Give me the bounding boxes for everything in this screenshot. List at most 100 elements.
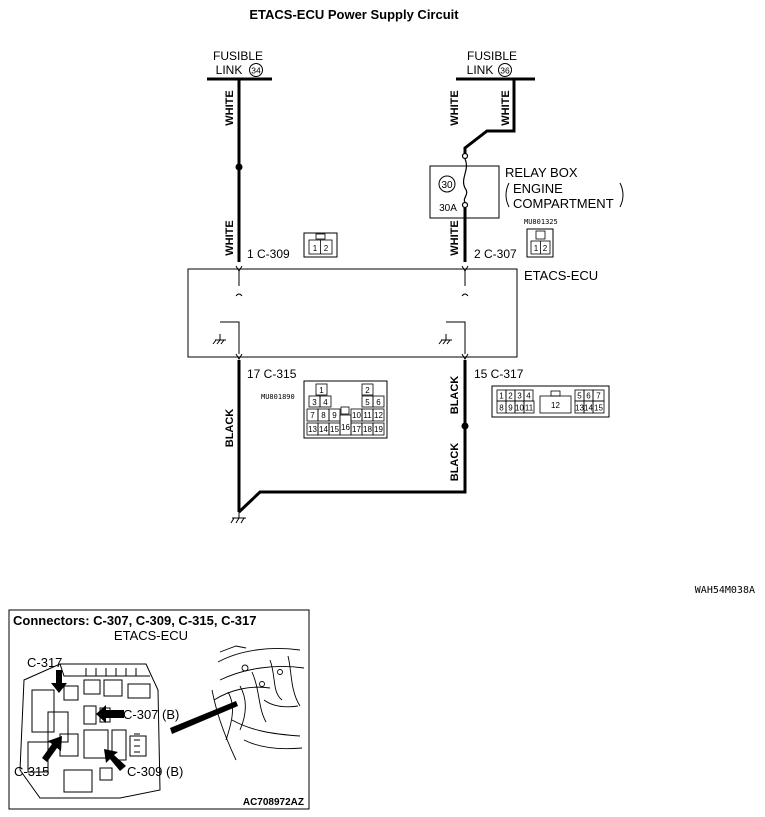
svg-text:2: 2 [543, 244, 548, 253]
svg-text:13: 13 [308, 425, 317, 434]
svg-text:18: 18 [363, 425, 372, 434]
c307-connector-face: 1 2 [526, 228, 554, 258]
fusible-link-34-label-line2: LINK [216, 63, 243, 77]
fusible-link-34-label-line1: FUSIBLE [213, 49, 263, 63]
relay-box-location-line1: ENGINE [513, 181, 563, 196]
svg-text:3: 3 [517, 392, 522, 401]
location-label-c315: C-315 [14, 764, 49, 779]
svg-text:1: 1 [499, 392, 504, 401]
svg-text:4: 4 [526, 392, 531, 401]
right-black-wire-junction [461, 422, 469, 430]
fusible-link-34-number: 34 [251, 66, 261, 76]
right-wire-color-lower: WHITE [449, 220, 461, 255]
ecu-label: ETACS-ECU [524, 268, 598, 283]
fusible-link-36-number-circle [498, 63, 512, 77]
ecu-illustration [19, 663, 161, 799]
svg-text:17: 17 [352, 425, 361, 434]
svg-text:11: 11 [363, 411, 372, 420]
fuse-top-terminal [461, 152, 469, 160]
callout-arrows [42, 670, 126, 771]
c307-pin-label: 2 C-307 [474, 247, 517, 261]
svg-text:15: 15 [594, 404, 603, 413]
svg-text:12: 12 [374, 411, 383, 420]
svg-text:5: 5 [577, 392, 582, 401]
c315-connector-face: 1 2 3 4 5 6 7 8 9 10 11 12 13 14 15 16 1… [303, 380, 388, 439]
svg-text:4: 4 [323, 398, 328, 407]
relay-box-location-line2: COMPARTMENT [513, 196, 614, 211]
svg-text:6: 6 [586, 392, 591, 401]
relay-box-paren-right [619, 182, 624, 208]
left-wire-color-lower: WHITE [224, 220, 236, 255]
location-label-c309: C-309 (B) [127, 764, 183, 779]
location-label-c317: C-317 [27, 655, 62, 670]
location-view-subtitle: ETACS-ECU [114, 628, 188, 643]
svg-text:19: 19 [374, 425, 383, 434]
relay-box-paren-left [505, 182, 510, 208]
right-wire-color-left: WHITE [449, 90, 461, 125]
c309-connector-face: 1 2 [303, 232, 338, 258]
svg-text:10: 10 [352, 411, 361, 420]
c315-pin-label: 17 C-315 [247, 367, 297, 381]
c307-part-number: MU801325 [524, 218, 558, 226]
svg-text:3: 3 [312, 398, 317, 407]
svg-text:6: 6 [376, 398, 381, 407]
ecu-pin-symbols [220, 265, 469, 360]
svg-text:12: 12 [551, 401, 560, 410]
location-label-c307: C-307 (B) [123, 707, 179, 722]
svg-text:9: 9 [508, 404, 513, 413]
right-wire-color-right: WHITE [500, 90, 512, 125]
svg-text:1: 1 [534, 244, 539, 253]
c317-pin-label: 15 C-317 [474, 367, 524, 381]
svg-text:5: 5 [365, 398, 370, 407]
c309-pin-label: 1 C-309 [247, 247, 290, 261]
location-view-figure-code: AC708972AZ [243, 797, 304, 808]
svg-text:7: 7 [596, 392, 601, 401]
relay-box-title: RELAY BOX [505, 165, 578, 180]
fusible-link-34-number-circle [249, 63, 263, 77]
svg-text:16: 16 [341, 423, 350, 432]
body-ground-symbol [230, 512, 246, 524]
fusible-link-36-label-line2: LINK [467, 63, 494, 77]
vehicle-pointer [170, 701, 238, 734]
svg-text:8: 8 [499, 404, 504, 413]
fuse-rating: 30A [439, 203, 457, 214]
svg-text:11: 11 [525, 404, 534, 413]
fuse-element [462, 158, 468, 203]
right-black-wire-color-upper: BLACK [449, 376, 461, 415]
fuse-bottom-terminal [461, 201, 469, 209]
connector-location-view: Connectors: C-307, C-309, C-315, C-317 E… [8, 609, 310, 810]
ecu-box [187, 268, 518, 358]
figure-code: WAH54M038A [695, 585, 755, 596]
fuse-number: 30 [441, 180, 453, 191]
svg-text:1: 1 [319, 386, 324, 395]
fuse-number-circle [438, 175, 456, 193]
right-black-wire-color-lower: BLACK [449, 443, 461, 482]
diagram-title: ETACS-ECU Power Supply Circuit [249, 7, 459, 22]
left-black-wire-color: BLACK [224, 409, 236, 448]
fusible-link-36-number: 36 [500, 66, 510, 76]
svg-text:10: 10 [515, 404, 524, 413]
svg-text:1: 1 [313, 244, 318, 253]
dashboard-illustration [211, 645, 305, 761]
location-view-frame [8, 609, 310, 810]
svg-text:2: 2 [324, 244, 329, 253]
fusible-link-36-label-line1: FUSIBLE [467, 49, 517, 63]
svg-text:13: 13 [575, 404, 584, 413]
svg-text:14: 14 [319, 425, 328, 434]
right-black-wire [237, 360, 467, 514]
right-white-wire-upper [463, 80, 516, 155]
left-wire-color-upper: WHITE [224, 90, 236, 125]
svg-text:8: 8 [321, 411, 326, 420]
svg-text:9: 9 [332, 411, 337, 420]
svg-text:15: 15 [330, 425, 339, 434]
svg-text:7: 7 [310, 411, 315, 420]
svg-text:2: 2 [508, 392, 513, 401]
c315-part-number: MU801890 [261, 393, 295, 401]
c317-connector-face: 1 2 3 4 5 6 7 8 9 10 11 12 13 14 15 [491, 385, 610, 418]
svg-text:2: 2 [365, 386, 370, 395]
svg-text:14: 14 [584, 404, 593, 413]
location-view-title: Connectors: C-307, C-309, C-315, C-317 [13, 613, 256, 628]
ecu-internal-grounds [212, 334, 452, 345]
left-wire-junction [235, 163, 243, 171]
